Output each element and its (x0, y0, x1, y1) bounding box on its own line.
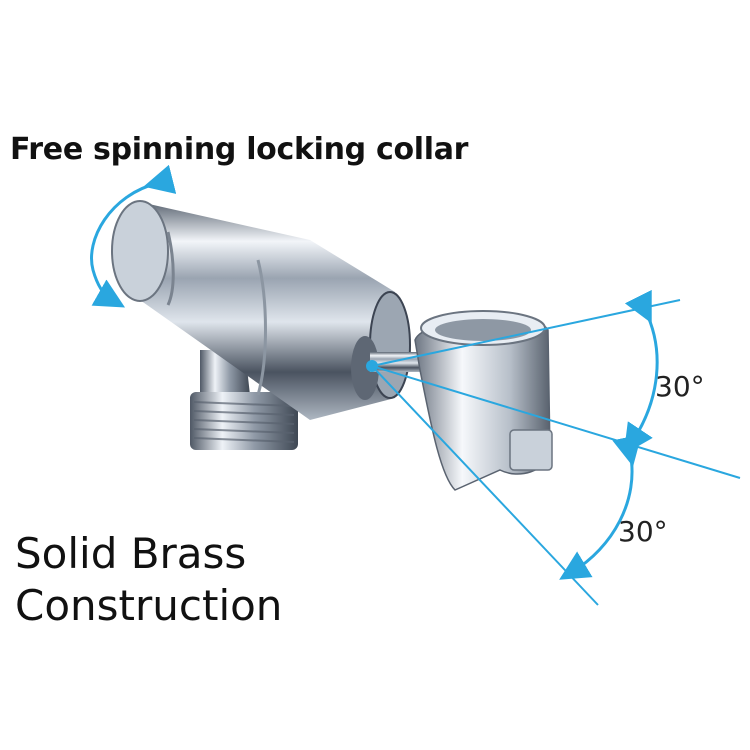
swivel-body (111, 200, 411, 420)
material-caption: Solid Brass Construction (15, 528, 282, 632)
collar-caption: Free spinning locking collar (10, 132, 469, 167)
rotation-arrow (90, 164, 177, 308)
angle-label-down: 30° (618, 515, 668, 548)
angle-guides (371, 289, 741, 606)
material-line-1: Solid Brass (15, 529, 247, 578)
material-line-2: Construction (15, 581, 283, 630)
angle-label-up: 30° (655, 370, 705, 403)
holder-cradle (370, 310, 553, 491)
